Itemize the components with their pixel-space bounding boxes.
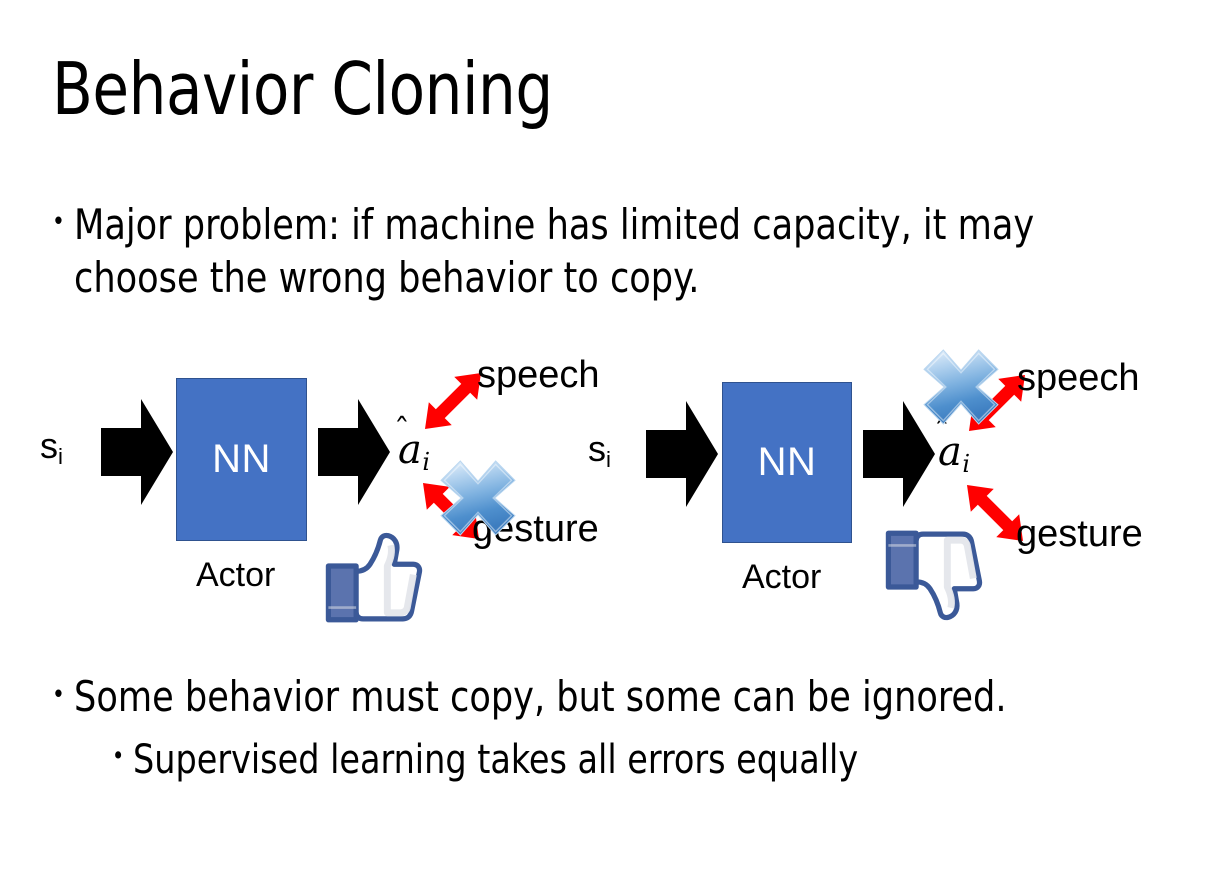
right-input-state-label: si	[588, 428, 611, 472]
right-nn-label: NN	[757, 440, 817, 484]
bullet-bottom-primary-text: Some behavior must copy, but some can be…	[74, 672, 1007, 721]
left-speech-label: speech	[477, 354, 600, 396]
bullet-bottom-sub-text: Supervised learning takes all errors equ…	[133, 737, 859, 783]
left-actor-caption: Actor	[196, 556, 276, 594]
left-output-action-label: a ̂ i	[398, 427, 431, 476]
left-cross-icon-gesture	[436, 456, 520, 540]
right-gesture-label: gesture	[1016, 513, 1143, 555]
right-nn-box: NN	[722, 382, 852, 543]
left-nn-label: NN	[212, 437, 271, 481]
right-output-action-label: a ̂ i	[938, 429, 971, 478]
thumbs-down-icon	[878, 528, 983, 621]
bullet-top: • Major problem: if machine has limited …	[52, 198, 1066, 304]
bullet-top-text: Major problem: if machine has limited ca…	[74, 200, 1035, 302]
right-output-arrow-icon	[863, 399, 935, 509]
bullet-marker-icon: •	[112, 741, 125, 771]
bullet-bottom-primary: • Some behavior must copy, but some can …	[52, 671, 1084, 723]
right-cross-icon-speech	[919, 345, 1003, 429]
right-actor-caption: Actor	[742, 558, 822, 596]
thumbs-up-icon	[318, 532, 423, 625]
bullet-bottom-sub: • Supervised learning takes all errors e…	[112, 734, 1089, 786]
right-speech-label: speech	[1017, 357, 1140, 399]
left-input-arrow-icon	[101, 397, 173, 507]
left-nn-box: NN	[176, 378, 307, 541]
left-input-state-label: si	[40, 425, 63, 469]
right-gesture-arrow-icon	[950, 468, 1040, 558]
bullet-marker-icon: •	[52, 206, 65, 237]
left-output-arrow-icon	[318, 397, 390, 507]
left-speech-arrow-icon	[408, 356, 498, 446]
right-input-arrow-icon	[646, 399, 718, 509]
bullet-marker-icon: •	[52, 679, 65, 710]
page-title: Behavior Cloning	[52, 47, 553, 131]
